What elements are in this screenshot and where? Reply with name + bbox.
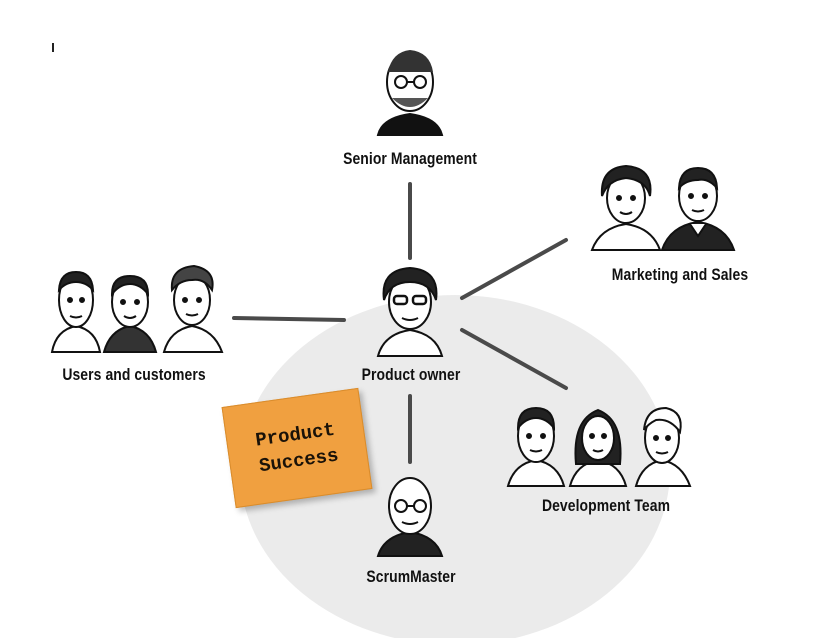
senior-management-icon bbox=[376, 50, 444, 136]
product-owner-label: Product owner bbox=[361, 365, 461, 384]
development-team-label: Development Team bbox=[541, 496, 671, 515]
scrummaster-icon bbox=[376, 477, 444, 557]
development-team-icon bbox=[506, 406, 692, 487]
scrummaster-label: ScrumMaster bbox=[366, 567, 456, 586]
corner-tick-mark bbox=[52, 43, 54, 52]
users-customers-icon bbox=[50, 264, 224, 353]
marketing-sales-icon bbox=[590, 164, 736, 251]
senior-management-label: Senior Management bbox=[343, 149, 477, 168]
users-customers-label: Users and customers bbox=[62, 365, 206, 384]
product-owner-icon bbox=[376, 266, 444, 357]
connector-marketing-sales bbox=[460, 238, 568, 300]
connector-development-team bbox=[460, 328, 568, 390]
marketing-sales-label: Marketing and Sales bbox=[611, 265, 749, 284]
product-success-sticky-note: Product Success bbox=[221, 387, 373, 509]
product-success-circle bbox=[240, 295, 670, 638]
connector-users-customers bbox=[232, 316, 346, 322]
